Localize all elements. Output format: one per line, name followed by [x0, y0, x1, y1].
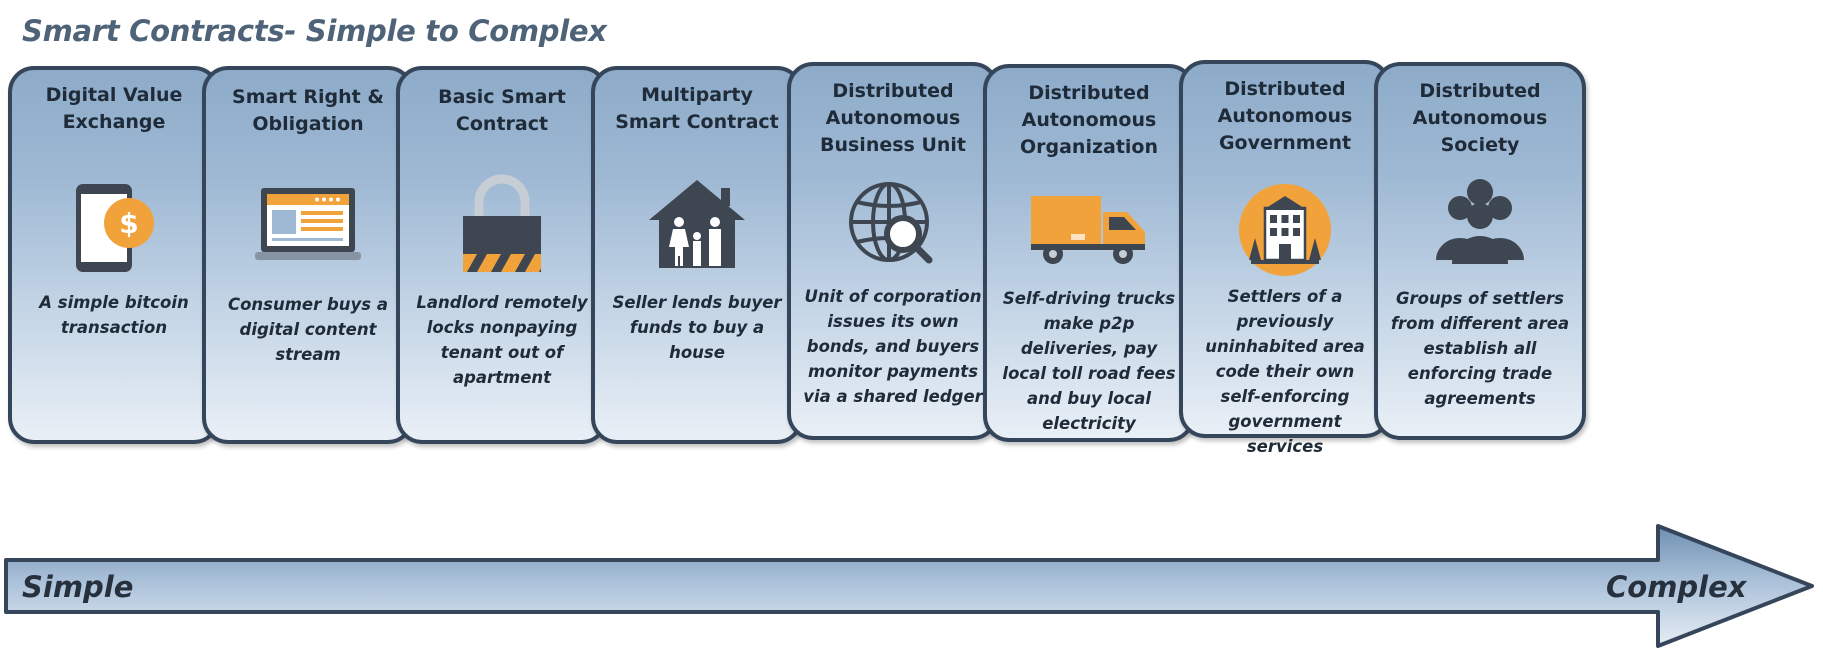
stage-title: Smart Right & Obligation	[232, 86, 384, 135]
stage-description: A simple bitcoin transaction	[39, 293, 189, 337]
stage-card-multiparty-smart-contract: Multiparty Smart Contract Seller lends b…	[591, 66, 803, 444]
stage-card-distributed-autonomous-government: Distributed Autonomous Government Settle…	[1179, 60, 1391, 456]
stage-description: Self-driving trucks make p2p deliveries,…	[1002, 289, 1176, 433]
stage-card-distributed-autonomous-business-unit: Distributed Autonomous Business Unit Uni…	[787, 62, 999, 440]
page-title: Smart Contracts- Simple to Complex	[22, 14, 607, 48]
stage-card-basic-smart-contract: Basic Smart Contract Landlord remotely l…	[396, 66, 608, 444]
stage-title: Distributed Autonomous Organization	[1019, 82, 1159, 158]
stage-title: Multiparty Smart Contract	[615, 84, 779, 133]
padlock-icon	[463, 174, 541, 272]
stage-description: Landlord remotely locks nonpaying tenant…	[416, 293, 588, 387]
stage-description: Consumer buys a digital content stream	[227, 295, 389, 364]
government-building-icon	[1239, 184, 1331, 276]
stage-title: Distributed Autonomous Business Unit	[819, 80, 967, 156]
simple-to-complex-arrow	[4, 524, 1814, 648]
mobile-payment-icon: $	[76, 184, 154, 272]
digital-content-screen-icon	[255, 188, 361, 260]
stage-title: Distributed Autonomous Government	[1217, 78, 1353, 154]
stage-card-distributed-autonomous-organization: Distributed Autonomous Organization Self…	[983, 64, 1195, 442]
scale-start-label: Simple	[22, 570, 134, 604]
delivery-truck-icon	[1031, 196, 1145, 264]
stage-description: Unit of corporation issues its own bonds…	[803, 287, 983, 406]
globe-search-icon	[849, 182, 933, 264]
stage-title: Basic Smart Contract	[438, 86, 566, 135]
stage-title: Distributed Autonomous Society	[1412, 80, 1548, 156]
stage-description: Settlers of a previously uninhabited are…	[1205, 287, 1365, 456]
stage-title: Digital Value Exchange	[45, 84, 183, 133]
family-house-icon	[649, 180, 745, 268]
stage-card-smart-right-obligation: Smart Right & Obligation Consumer buys a…	[202, 66, 414, 444]
stage-card-digital-value-exchange: Digital Value Exchange $ A simple bitcoi…	[8, 66, 220, 444]
stage-description: Seller lends buyer funds to buy a house	[612, 293, 782, 362]
stage-card-distributed-autonomous-society: Distributed Autonomous Society Groups of…	[1374, 62, 1586, 440]
stage-description: Groups of settlers from different area e…	[1390, 289, 1570, 408]
scale-end-label: Complex	[1606, 570, 1747, 604]
group-of-people-icon	[1436, 179, 1524, 264]
svg-text:$: $	[119, 207, 138, 240]
